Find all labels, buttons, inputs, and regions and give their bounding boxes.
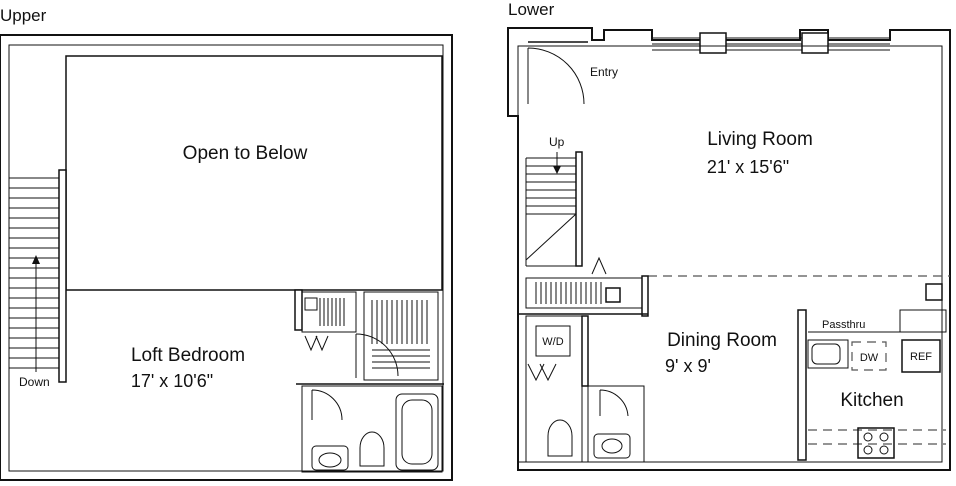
- passthru-label: Passthru: [822, 319, 865, 331]
- kitchen-counter-top: [899, 309, 947, 333]
- upper-stair-rail: [58, 169, 67, 383]
- lower-stairs: [525, 157, 582, 267]
- upper-linen-closet: [363, 291, 439, 381]
- open-to-below-label: Open to Below: [183, 143, 308, 164]
- laundry-area: [525, 315, 583, 463]
- stairs-down-label: Down: [19, 375, 50, 389]
- loft-bedroom-label: Loft Bedroom: [131, 345, 245, 366]
- lower-inner-wall: [517, 45, 943, 463]
- upper-bathroom: [301, 385, 443, 473]
- washer-dryer-label: W/D: [542, 336, 563, 348]
- window-mullion: [699, 32, 727, 54]
- kitchen-sink-icon: [811, 343, 841, 365]
- lower-stair-rail: [575, 151, 583, 267]
- kitchen-wall: [797, 309, 807, 461]
- lower-bath-wall: [581, 315, 589, 387]
- upper-floor: Upper Open to Below: [0, 6, 453, 481]
- upper-stairs: [9, 177, 59, 369]
- lower-closet-shelving: [535, 282, 602, 304]
- upper-closet-shelving: [319, 298, 345, 326]
- living-room-label: Living Room: [707, 129, 813, 150]
- stairs-up-label: Up: [549, 135, 565, 149]
- lower-floor-label: Lower: [508, 0, 555, 19]
- down-arrow-icon: [32, 255, 40, 372]
- dining-partition: [641, 275, 649, 317]
- entry-label: Entry: [590, 65, 618, 79]
- kitchen-column: [925, 283, 943, 301]
- entry-door-swing: [527, 47, 585, 105]
- dining-room-label: Dining Room: [667, 330, 777, 351]
- linen-closet-door-swing: [355, 333, 399, 377]
- upper-closet-fixture: [304, 297, 318, 311]
- lower-bath-sink-icon: [593, 433, 631, 459]
- dishwasher-icon: [851, 341, 887, 371]
- living-room-dimensions: 21' x 15'6": [707, 157, 789, 177]
- lower-bathroom: [587, 385, 645, 463]
- upper-outer-wall: [0, 34, 453, 481]
- washer-dryer-icon: [535, 325, 571, 357]
- lower-floor: Lower Entry Living Room 21' x 15'6" Up: [507, 0, 951, 471]
- up-arrow-icon: [553, 152, 561, 174]
- lower-closet-door-icon: [591, 256, 607, 275]
- stove-icon: [857, 427, 895, 459]
- kitchen-sink-area: [807, 339, 849, 369]
- refrigerator-label: REF: [910, 351, 932, 363]
- loft-bedroom-dimensions: 17' x 10'6": [131, 371, 213, 391]
- upper-partition-wall: [294, 289, 303, 331]
- upper-toilet-icon: [359, 431, 385, 467]
- upper-bath-sink-icon: [311, 445, 349, 471]
- upper-bathtub-icon: [395, 393, 439, 471]
- refrigerator-icon: [901, 339, 941, 373]
- window-mullion-2: [801, 32, 829, 54]
- dining-room-dimensions: 9' x 9': [665, 356, 711, 376]
- kitchen-label: Kitchen: [840, 390, 903, 411]
- upper-closet-door-icon-2: [315, 335, 329, 352]
- lower-bath-door-swing: [599, 389, 629, 417]
- upper-bath-door-swing: [311, 389, 343, 421]
- laundry-door-icon: [527, 363, 545, 382]
- lower-toilet-icon: [547, 419, 573, 457]
- dishwasher-label: DW: [860, 352, 879, 364]
- lower-closet-fixture: [605, 287, 621, 303]
- upper-floor-label: Upper: [0, 6, 47, 25]
- upper-closet: [301, 291, 357, 333]
- upper-closet-door-icon: [304, 335, 318, 352]
- linen-closet-shelving: [371, 300, 430, 369]
